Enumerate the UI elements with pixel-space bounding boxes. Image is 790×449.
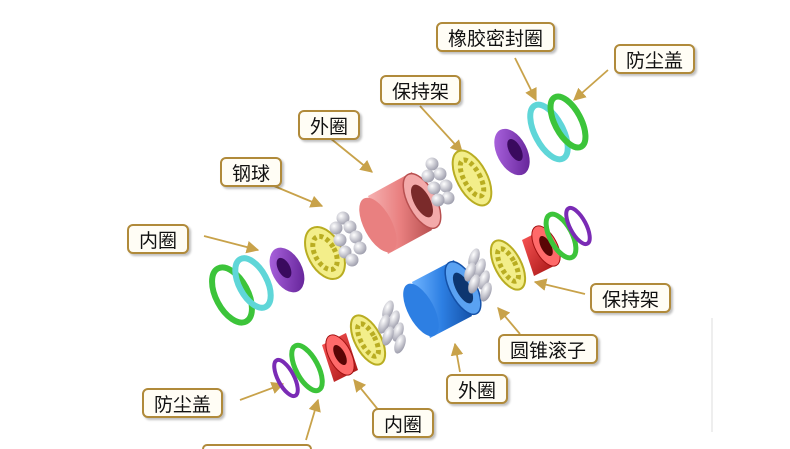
leader-inner-ring-bottom bbox=[353, 379, 381, 413]
purple-dust-cover-bottom bbox=[272, 357, 300, 399]
label-dust-cover-bottom: 防尘盖 bbox=[142, 388, 224, 418]
blue-outer-ring bbox=[403, 260, 482, 338]
leader-rubber-seal-top bbox=[514, 57, 537, 102]
red-inner-ring-bottom-left bbox=[322, 333, 358, 382]
yellow-cage-bottom-right bbox=[489, 239, 527, 291]
label-tapered-roller: 圆锥滚子 bbox=[498, 334, 599, 364]
tapered-roller-set-right bbox=[464, 248, 492, 302]
purple-inner-ring-top-right bbox=[494, 128, 530, 176]
leader-lines bbox=[203, 57, 609, 441]
yellow-cage-bottom-left bbox=[349, 314, 387, 366]
label-cutoff-bottom bbox=[202, 444, 312, 449]
tapered-roller-set-left bbox=[378, 300, 406, 354]
label-outer-ring-top: 外圈 bbox=[298, 110, 361, 140]
purple-dust-cover-bottom-right bbox=[564, 205, 592, 247]
leader-dust-cover-bottom bbox=[239, 382, 285, 401]
label-outer-ring-bottom: 外圈 bbox=[446, 374, 509, 404]
leader-inner-ring-top bbox=[203, 235, 260, 254]
label-dust-cover-top: 防尘盖 bbox=[614, 44, 696, 74]
leader-dust-cover-top bbox=[573, 69, 609, 101]
leader-steel-ball bbox=[273, 185, 324, 208]
cyan-seal-ring bbox=[232, 255, 274, 311]
label-inner-ring-top: 内圈 bbox=[127, 224, 190, 254]
leader-tapered-roller bbox=[497, 307, 521, 335]
label-cage-bottom: 保持架 bbox=[590, 283, 672, 313]
label-rubber-seal-top: 橡胶密封圈 bbox=[436, 22, 556, 52]
leader-cage-bottom bbox=[533, 278, 586, 295]
cyan-rubber-seal-top bbox=[527, 101, 571, 163]
leader-outer-ring-top bbox=[329, 137, 373, 173]
purple-inner-ring-top bbox=[269, 247, 305, 293]
red-inner-ring-bottom-right bbox=[522, 225, 561, 276]
leader-outer-ring-bottom bbox=[450, 342, 464, 373]
leader-bottom-cutoff bbox=[305, 398, 321, 441]
label-inner-ring-bottom: 内圈 bbox=[372, 408, 435, 438]
top-assembly bbox=[209, 93, 589, 326]
label-cage-top: 保持架 bbox=[380, 75, 462, 105]
green-dust-cover-top bbox=[547, 93, 589, 151]
yellow-cage-top-right bbox=[451, 149, 493, 207]
green-seal-bottom bbox=[289, 342, 325, 394]
pink-outer-ring bbox=[359, 172, 442, 254]
leader-cage-top bbox=[419, 105, 463, 153]
steel-ball-set-2 bbox=[421, 157, 455, 207]
green-seal-ring bbox=[209, 264, 255, 326]
label-steel-ball: 钢球 bbox=[220, 157, 283, 187]
steel-ball-set bbox=[329, 211, 367, 267]
bottom-assembly bbox=[272, 205, 592, 399]
